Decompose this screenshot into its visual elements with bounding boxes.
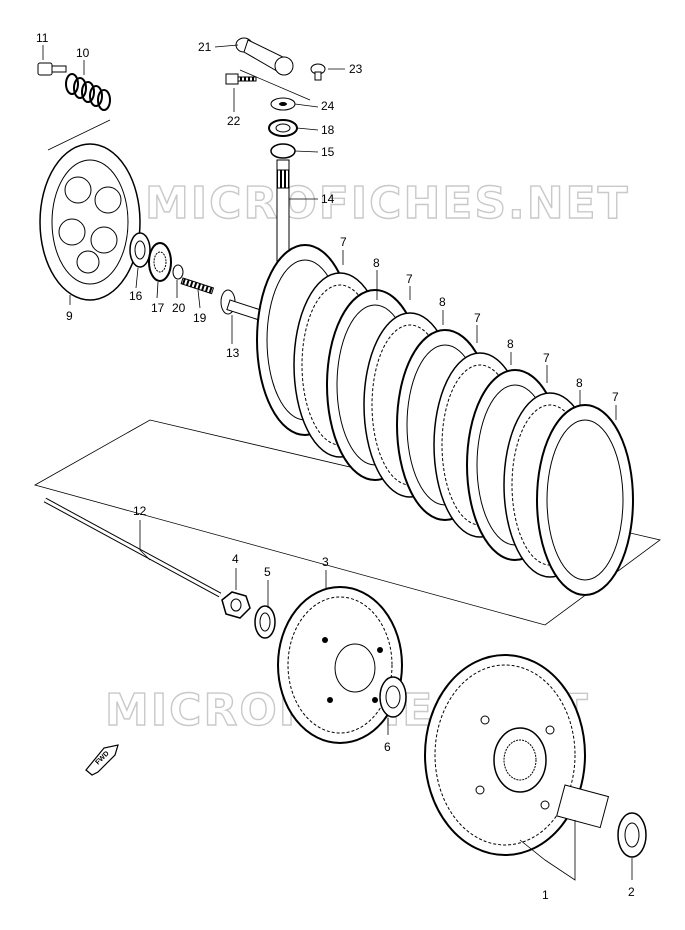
part-3-sleeve-hub[interactable]: [277, 586, 403, 744]
label-part-2[interactable]: 2: [628, 885, 635, 899]
label-part-22[interactable]: 22: [227, 114, 241, 128]
part-22-bolt[interactable]: [225, 73, 257, 85]
label-part-12[interactable]: 12: [133, 504, 147, 518]
part-1-clutch-housing[interactable]: [424, 654, 610, 856]
label-part-4[interactable]: 4: [232, 552, 239, 566]
part-21-release-arm[interactable]: [235, 37, 294, 76]
label-part-15[interactable]: 15: [321, 145, 335, 159]
part-5-lock-washer[interactable]: [254, 605, 276, 639]
part-12-push-rod[interactable]: [43, 497, 222, 598]
part-2-thrust-washer[interactable]: [617, 812, 647, 858]
label-part-20[interactable]: 20: [172, 301, 186, 315]
part-11-bolt[interactable]: [37, 62, 67, 76]
label-part-7-e[interactable]: 7: [612, 390, 619, 404]
label-part-3[interactable]: 3: [322, 555, 329, 569]
label-part-8-b[interactable]: 8: [439, 295, 446, 309]
label-part-23[interactable]: 23: [349, 62, 363, 76]
label-part-13[interactable]: 13: [226, 346, 240, 360]
label-part-5[interactable]: 5: [264, 565, 271, 579]
label-part-11[interactable]: 11: [36, 31, 49, 45]
part-9-pressure-plate[interactable]: [39, 143, 141, 301]
forward-direction-arrow: FWD: [85, 744, 119, 776]
part-7-drive-plate[interactable]: [536, 404, 634, 596]
label-part-8-c[interactable]: 8: [507, 337, 514, 351]
label-part-6[interactable]: 6: [384, 740, 391, 754]
part-4-nut[interactable]: [221, 591, 251, 619]
part-20-nut[interactable]: [172, 264, 184, 280]
label-part-19[interactable]: 19: [193, 311, 207, 325]
label-part-18[interactable]: 18: [321, 123, 335, 137]
label-part-7-c[interactable]: 7: [474, 311, 481, 325]
part-17-thrust-bearing[interactable]: [148, 242, 172, 282]
part-16-washer[interactable]: [129, 232, 151, 268]
part-19-adjusting-screw[interactable]: [180, 277, 215, 295]
label-part-1[interactable]: 1: [542, 888, 549, 902]
part-labels: 11 10 21 22 23 24 18 15 14 9 16 17 20 19…: [36, 31, 635, 902]
label-part-8-d[interactable]: 8: [576, 376, 583, 390]
clutch-plate-stack: [256, 244, 634, 596]
label-part-21[interactable]: 21: [198, 40, 212, 54]
part-15-oil-seal[interactable]: [270, 143, 296, 159]
label-part-10[interactable]: 10: [76, 46, 90, 60]
part-14-release-camshaft[interactable]: [273, 159, 293, 274]
part-6-washer[interactable]: [379, 676, 407, 718]
label-part-24[interactable]: 24: [321, 99, 335, 113]
part-10-clutch-spring[interactable]: [65, 73, 111, 111]
label-part-7-d[interactable]: 7: [543, 351, 550, 365]
label-part-17[interactable]: 17: [151, 301, 165, 315]
label-part-9[interactable]: 9: [66, 309, 73, 323]
label-part-16[interactable]: 16: [129, 289, 143, 303]
leader-lines: [42, 44, 633, 881]
part-24-washer[interactable]: [270, 97, 296, 111]
label-part-7-b[interactable]: 7: [406, 272, 413, 286]
part-18-bearing[interactable]: [268, 119, 298, 137]
watermark-top: MICROFICHES.NET: [145, 178, 630, 229]
assembly-reference-lines: [33, 69, 661, 626]
label-part-8-a[interactable]: 8: [373, 256, 380, 270]
label-part-14[interactable]: 14: [321, 192, 335, 206]
label-part-7-a[interactable]: 7: [340, 235, 347, 249]
part-23-screw[interactable]: [310, 63, 326, 81]
